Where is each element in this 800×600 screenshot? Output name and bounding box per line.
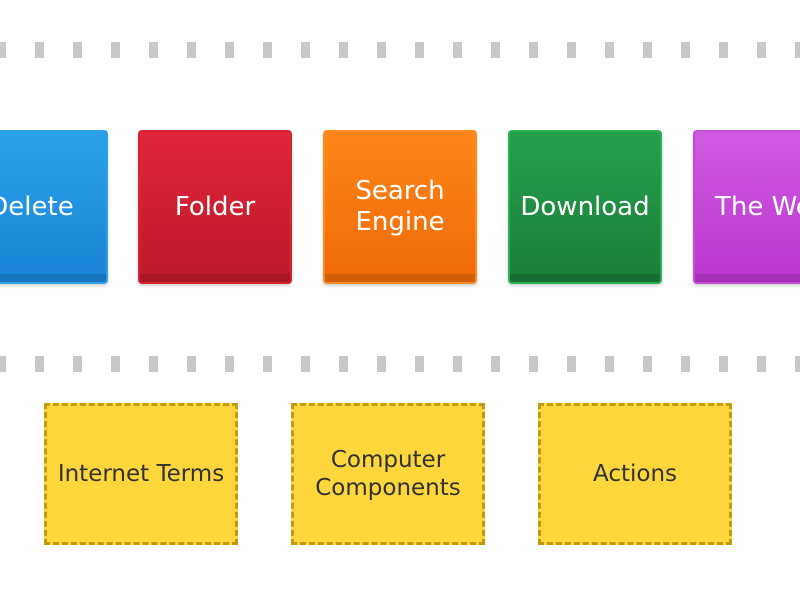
category-label-line: Internet Terms — [57, 461, 225, 487]
category-label: Actions — [593, 460, 677, 488]
category-label-line: Components — [315, 475, 461, 501]
category-actions[interactable]: Actions — [538, 403, 732, 545]
tile-delete[interactable]: Delete — [0, 130, 108, 284]
tile-label-line: Folder — [174, 191, 256, 222]
category-computer-components[interactable]: Computer Components — [291, 403, 485, 545]
tile-search-engine[interactable]: Search Engine — [323, 130, 477, 284]
tile-label-line: Download — [520, 191, 650, 222]
category-label: Computer Components — [315, 446, 461, 502]
tile-label: Download — [520, 192, 649, 223]
tile-the-web[interactable]: The We — [693, 130, 800, 284]
tile-label-line: Search — [355, 176, 445, 206]
tile-row-bottom-divider — [0, 356, 800, 372]
tile-label-line: Delete — [0, 191, 74, 222]
category-label-line: Computer — [330, 447, 446, 473]
tile-download[interactable]: Download — [508, 130, 662, 284]
tile-folder[interactable]: Folder — [138, 130, 292, 284]
category-label-line: Actions — [592, 461, 677, 487]
tile-label-line: The We — [715, 191, 800, 222]
tile-label: The We — [715, 192, 800, 223]
tile-label: Folder — [175, 192, 255, 223]
category-internet-terms[interactable]: Internet Terms — [44, 403, 238, 545]
tile-label: Delete — [0, 192, 74, 223]
category-label: Internet Terms — [58, 460, 224, 488]
tile-row-top-divider — [0, 42, 800, 58]
tile-label: Search Engine — [355, 176, 444, 238]
tile-label-line: Engine — [355, 207, 445, 237]
